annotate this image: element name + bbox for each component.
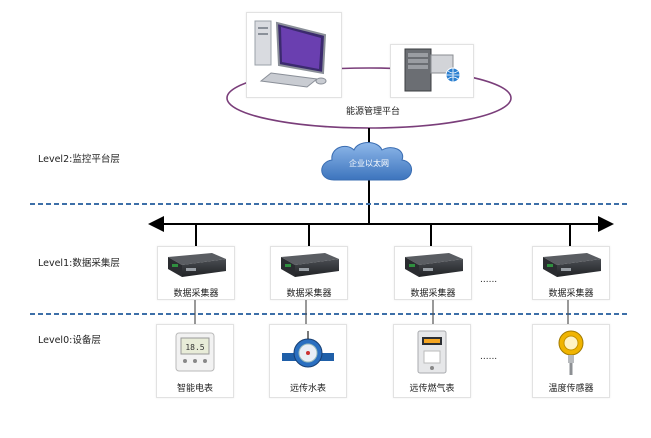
data-collector-label: 数据采集器: [410, 289, 456, 299]
ethernet-cloud: [321, 142, 412, 181]
gas-meter-icon: [417, 330, 447, 374]
smart-meter-icon: 18.5: [175, 332, 215, 372]
desktop-computer-icon: [254, 20, 327, 88]
device-label: 远传燃气表: [409, 384, 455, 394]
level0-label: Level0:设备层: [38, 335, 101, 346]
svg-text:18.5: 18.5: [185, 343, 204, 352]
level1-label: Level1:数据采集层: [38, 258, 120, 269]
data-collector-label: 数据采集器: [173, 289, 219, 299]
data-collector-4: 数据采集器: [532, 246, 610, 300]
device-label: 远传水表: [289, 384, 326, 394]
data-collector-icon: [168, 253, 226, 277]
data-collector-icon: [405, 253, 463, 277]
server-icon: [404, 48, 461, 92]
data-collector-icon: [281, 253, 339, 277]
data-collector-label: 数据采集器: [286, 289, 332, 299]
server-box: [390, 44, 474, 98]
data-collector-label: 数据采集器: [548, 289, 594, 299]
desktop-computer-box: [246, 12, 342, 98]
data-collector-icon: [543, 253, 601, 277]
device-water-meter: 远传水表: [269, 324, 347, 398]
collector-ellipsis: ......: [480, 275, 498, 285]
data-collector-3: 数据采集器: [394, 246, 472, 300]
device-gas-meter: 远传燃气表: [393, 324, 471, 398]
network-label: 企业以太网: [349, 159, 389, 168]
temperature-sensor-icon: [558, 330, 584, 375]
data-collector-2: 数据采集器: [270, 246, 348, 300]
device-ellipsis: ......: [480, 352, 498, 362]
device-label: 智能电表: [176, 384, 213, 394]
device-temperature-sensor: 温度传感器: [532, 324, 610, 398]
water-meter-icon: [282, 331, 334, 368]
platform-label: 能源管理平台: [346, 107, 401, 117]
device-smart-meter: 18.5 智能电表: [156, 324, 234, 398]
level2-label: Level2:监控平台层: [38, 154, 120, 165]
device-label: 温度传感器: [548, 384, 594, 394]
data-collector-1: 数据采集器: [157, 246, 235, 300]
